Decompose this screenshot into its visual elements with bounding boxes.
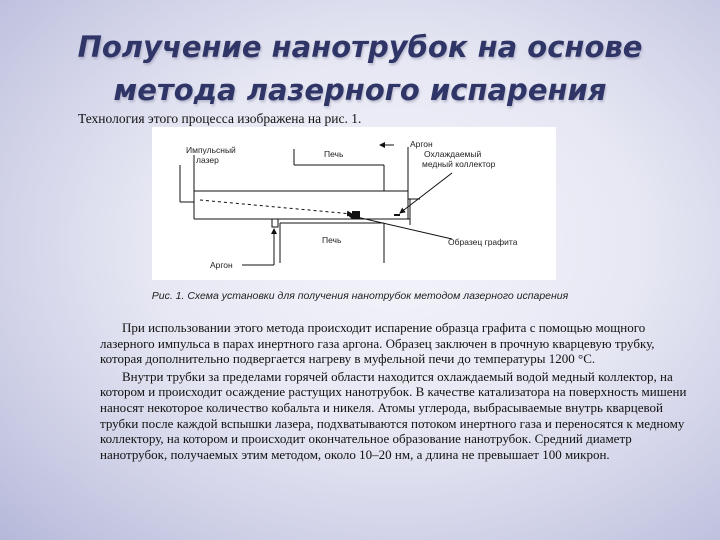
setup-diagram: Импульсный лазер Аргон Охлаждаемый медны… (152, 127, 556, 280)
label-pulse-laser-2: лазер (196, 155, 219, 165)
label-cooled-collector-1: Охлаждаемый (424, 149, 482, 159)
laser-beam-arrow (199, 199, 353, 217)
slide-title-line-1: Получение нанотрубок на основе (77, 30, 643, 64)
furnace-top (293, 149, 385, 191)
label-furnace-top: Печь (324, 149, 344, 159)
body-text: При использовании этого метода происходи… (100, 320, 690, 464)
argon-inlet-box (271, 218, 279, 228)
slide-title: Получение нанотрубок на основе метода ла… (60, 26, 660, 112)
label-furnace-bottom: Печь (322, 235, 342, 245)
label-argon-bottom: Аргон (210, 260, 233, 270)
setup-diagram-svg: Импульсный лазер Аргон Охлаждаемый медны… (179, 139, 518, 270)
paragraph-1: При использовании этого метода происходи… (100, 320, 655, 367)
intro-text: Технология этого процесса изображена на … (78, 111, 362, 126)
graphite-arrow (347, 213, 453, 240)
paragraph-2: Внутри трубки за пределами горячей облас… (100, 368, 687, 462)
label-argon-top: Аргон (410, 139, 433, 149)
slide-title-line-2: метода лазерного испарения (113, 73, 607, 107)
label-cooled-collector-2: медный коллектор (422, 159, 496, 169)
furnace-bottom (279, 222, 385, 263)
figure-caption: Рис. 1. Схема установки для получения на… (151, 290, 569, 302)
collector-arrow (399, 172, 453, 214)
graphite-sample-block (352, 211, 360, 219)
label-graphite-sample: Образец графита (448, 237, 518, 247)
label-pulse-laser-1: Импульсный (186, 145, 236, 155)
quartz-tube (194, 147, 420, 225)
pulse-laser-unit (179, 155, 195, 219)
